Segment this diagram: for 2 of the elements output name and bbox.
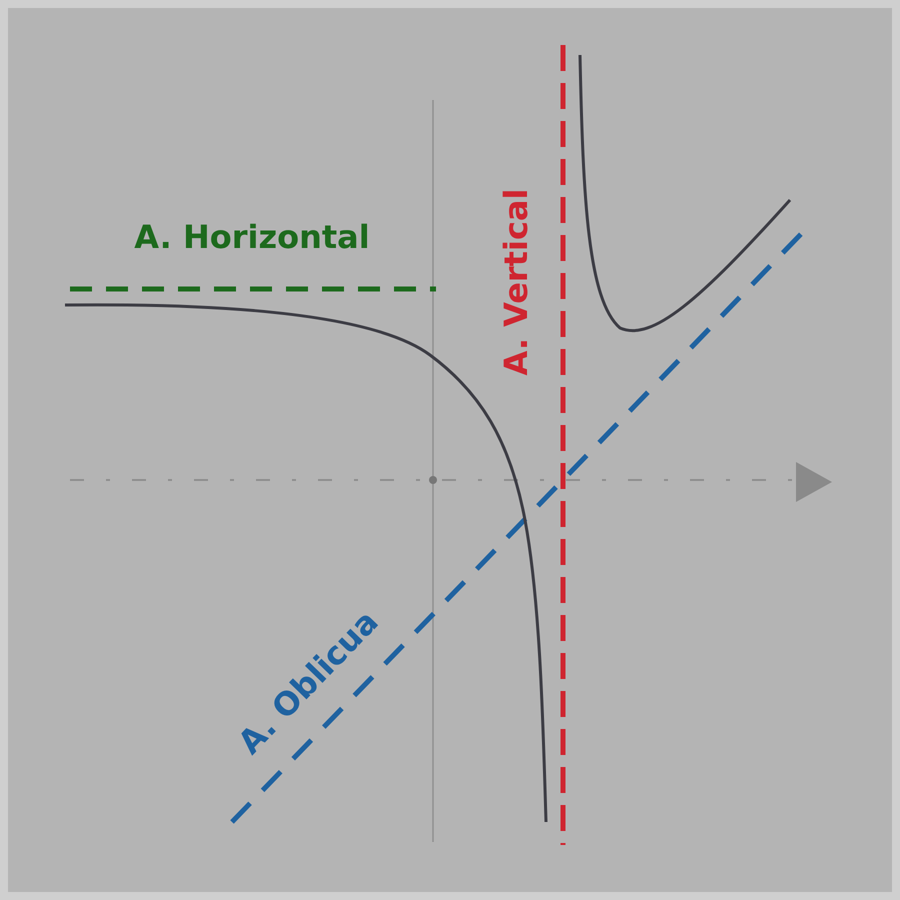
asymptote-label: A. Horizontal	[134, 218, 370, 256]
asymptote-label: A. Vertical	[497, 188, 535, 376]
